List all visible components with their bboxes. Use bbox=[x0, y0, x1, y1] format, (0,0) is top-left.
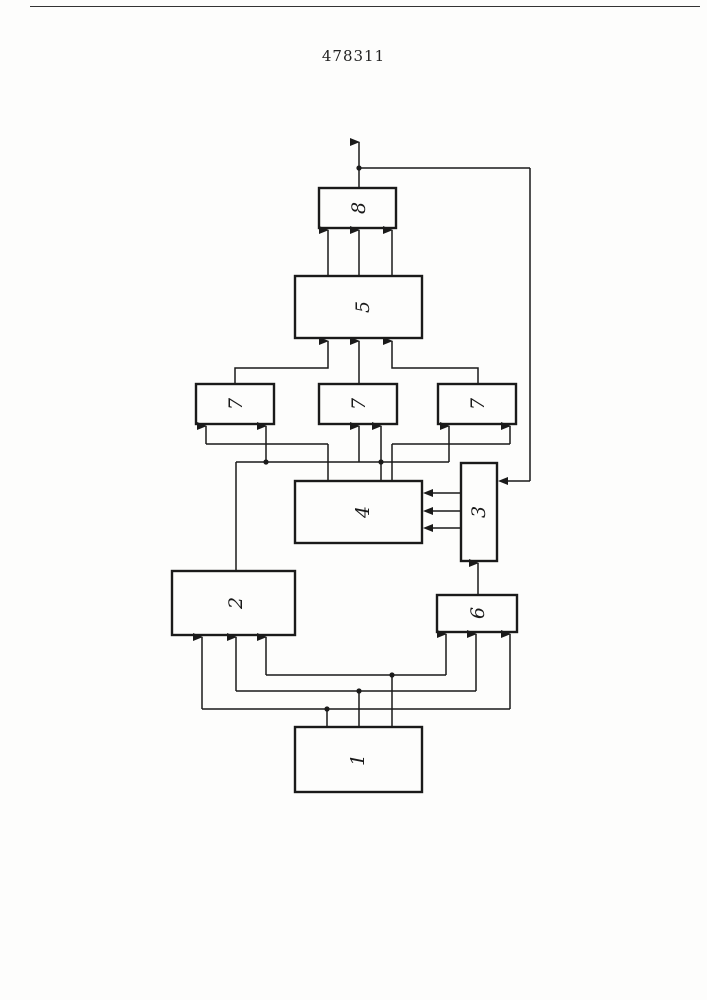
block-7-left-label: 7 bbox=[225, 397, 247, 410]
block-6: 6 bbox=[437, 595, 517, 632]
block-7-middle-label: 7 bbox=[348, 397, 370, 410]
block-6-label: 6 bbox=[467, 607, 489, 619]
block-5: 5 bbox=[295, 276, 422, 338]
block-7-right: 7 bbox=[438, 384, 516, 424]
block-8: 8 bbox=[319, 188, 396, 228]
arrows-5-to-8 bbox=[328, 230, 392, 276]
block-3: 3 bbox=[461, 463, 497, 561]
block-4: 4 bbox=[295, 481, 422, 543]
block-7-middle: 7 bbox=[319, 384, 397, 424]
block-8-label: 8 bbox=[348, 202, 370, 214]
block-1-label: 1 bbox=[347, 754, 369, 766]
arrows-3-to-4 bbox=[423, 489, 461, 532]
block-3-label: 3 bbox=[468, 506, 490, 518]
bus-4-to-7 bbox=[206, 426, 510, 481]
block-2: 2 bbox=[172, 571, 295, 635]
block-2-label: 2 bbox=[225, 597, 247, 610]
bus-2-to-7 bbox=[236, 426, 449, 571]
block-5-label: 5 bbox=[352, 301, 374, 313]
arrows-7-to-5 bbox=[235, 341, 478, 384]
output-and-feedback bbox=[356, 142, 530, 485]
block-1: 1 bbox=[295, 727, 422, 792]
block-7-right-label: 7 bbox=[467, 397, 489, 410]
bus-1-to-2-and-6 bbox=[202, 634, 510, 727]
block-7-left: 7 bbox=[196, 384, 274, 424]
block-4-label: 4 bbox=[352, 506, 374, 519]
